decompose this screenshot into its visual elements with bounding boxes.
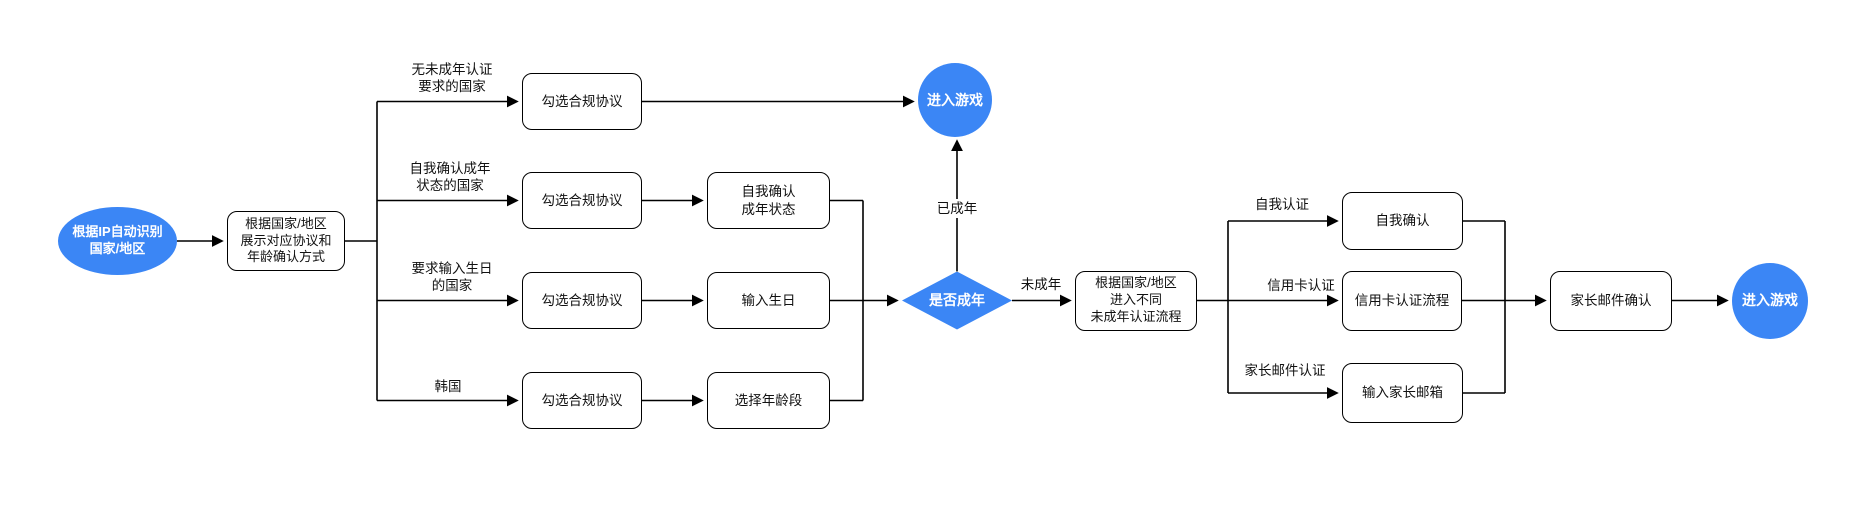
edge-label-birthday-countries: 要求输入生日 的国家 bbox=[411, 261, 493, 294]
node-minor-flow: 根据国家/地区 进入不同 未成年认证流程 bbox=[1075, 270, 1197, 331]
node-enter-game-final: 进入游戏 bbox=[1732, 262, 1808, 339]
edge-label-minor: 未成年 bbox=[1020, 277, 1062, 292]
edge-label-parent-email-auth: 家长邮件认证 bbox=[1244, 363, 1326, 378]
node-show-agreement: 根据国家/地区 展示对应协议和 年龄确认方式 bbox=[227, 211, 345, 271]
node-check-agreement-4: 勾选合规协议 bbox=[522, 372, 642, 429]
node-check-agreement-3: 勾选合规协议 bbox=[522, 272, 642, 329]
node-is-adult-decision: 是否成年 bbox=[902, 271, 1012, 330]
node-enter-game-top: 进入游戏 bbox=[918, 63, 992, 137]
node-check-agreement-2: 勾选合规协议 bbox=[522, 172, 642, 229]
node-self-confirm-adult-status: 自我确认 成年状态 bbox=[707, 172, 830, 229]
edge-label-self-auth: 自我认证 bbox=[1255, 197, 1309, 212]
node-parent-email-confirm: 家长邮件确认 bbox=[1550, 270, 1672, 331]
node-self-confirm: 自我确认 bbox=[1342, 192, 1463, 250]
node-check-agreement-1: 勾选合规协议 bbox=[522, 73, 642, 130]
edge-label-self-confirm-countries: 自我确认成年 状态的国家 bbox=[409, 161, 491, 194]
edge-label-korea: 韩国 bbox=[434, 379, 462, 394]
node-enter-birthday: 输入生日 bbox=[707, 272, 830, 329]
node-credit-card-flow: 信用卡认证流程 bbox=[1342, 270, 1462, 331]
edge-label-no-verification-countries: 无未成年认证 要求的国家 bbox=[411, 62, 493, 95]
node-enter-parent-email: 输入家长邮箱 bbox=[1342, 363, 1463, 423]
node-select-age-range: 选择年龄段 bbox=[707, 372, 830, 429]
edge-label-adult: 已成年 bbox=[929, 199, 985, 219]
node-start: 根据IP自动识别 国家/地区 bbox=[58, 207, 177, 275]
edge-label-credit-card-auth: 信用卡认证 bbox=[1267, 278, 1335, 293]
